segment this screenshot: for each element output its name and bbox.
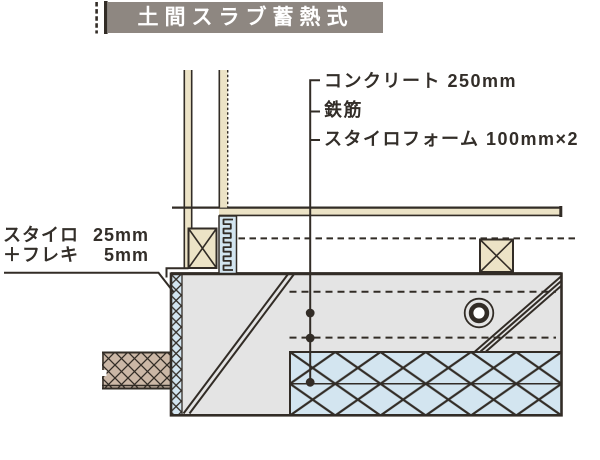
break-lines-left xyxy=(182,272,296,415)
callout-rebar-label: 鉄筋 xyxy=(324,100,363,120)
callout-flex-name: ＋フレキ xyxy=(3,244,79,265)
concrete-target-dot xyxy=(305,308,315,318)
styrofoam-target-dot xyxy=(305,377,315,387)
perimeter-insulation-strip xyxy=(170,274,183,416)
right-callout-bracket xyxy=(305,79,320,387)
callout-styro-row: スタイロ 25mm xyxy=(3,225,149,246)
left-callout-leader-line xyxy=(4,271,175,293)
sill-cross-section xyxy=(187,227,218,269)
sleeper-cross-section xyxy=(479,238,514,273)
title-edge-bar xyxy=(104,1,108,34)
callout-flex-row: ＋フレキ 5mm xyxy=(3,244,149,266)
ground-break-notch xyxy=(100,370,107,376)
squiggle-symbol xyxy=(222,218,233,271)
pipe-sleeve xyxy=(463,297,495,329)
callout-styro-name: スタイロ xyxy=(3,225,79,245)
ground xyxy=(100,351,172,390)
airflow-stop-insulation xyxy=(218,215,238,275)
callout-flex-value: 5mm xyxy=(103,244,149,265)
flashing xyxy=(165,267,189,278)
callout-styrofoam-label: スタイロフォーム 100mm×2 xyxy=(324,129,580,149)
callout-edge-insulation-label: スタイロ 25mm ＋フレキ 5mm xyxy=(3,225,149,266)
callout-styro-value: 25mm xyxy=(92,225,149,245)
styrofoam-layers xyxy=(289,351,563,417)
page-title: 土間スラブ蓄熱式 xyxy=(137,6,354,29)
callout-concrete-label: コンクリート 250mm xyxy=(324,71,518,91)
floor-board xyxy=(172,206,563,217)
interior-wall-board xyxy=(218,70,229,208)
rebar-target-dot xyxy=(305,333,315,343)
title-bar: 土間スラブ蓄熱式 xyxy=(108,2,383,33)
